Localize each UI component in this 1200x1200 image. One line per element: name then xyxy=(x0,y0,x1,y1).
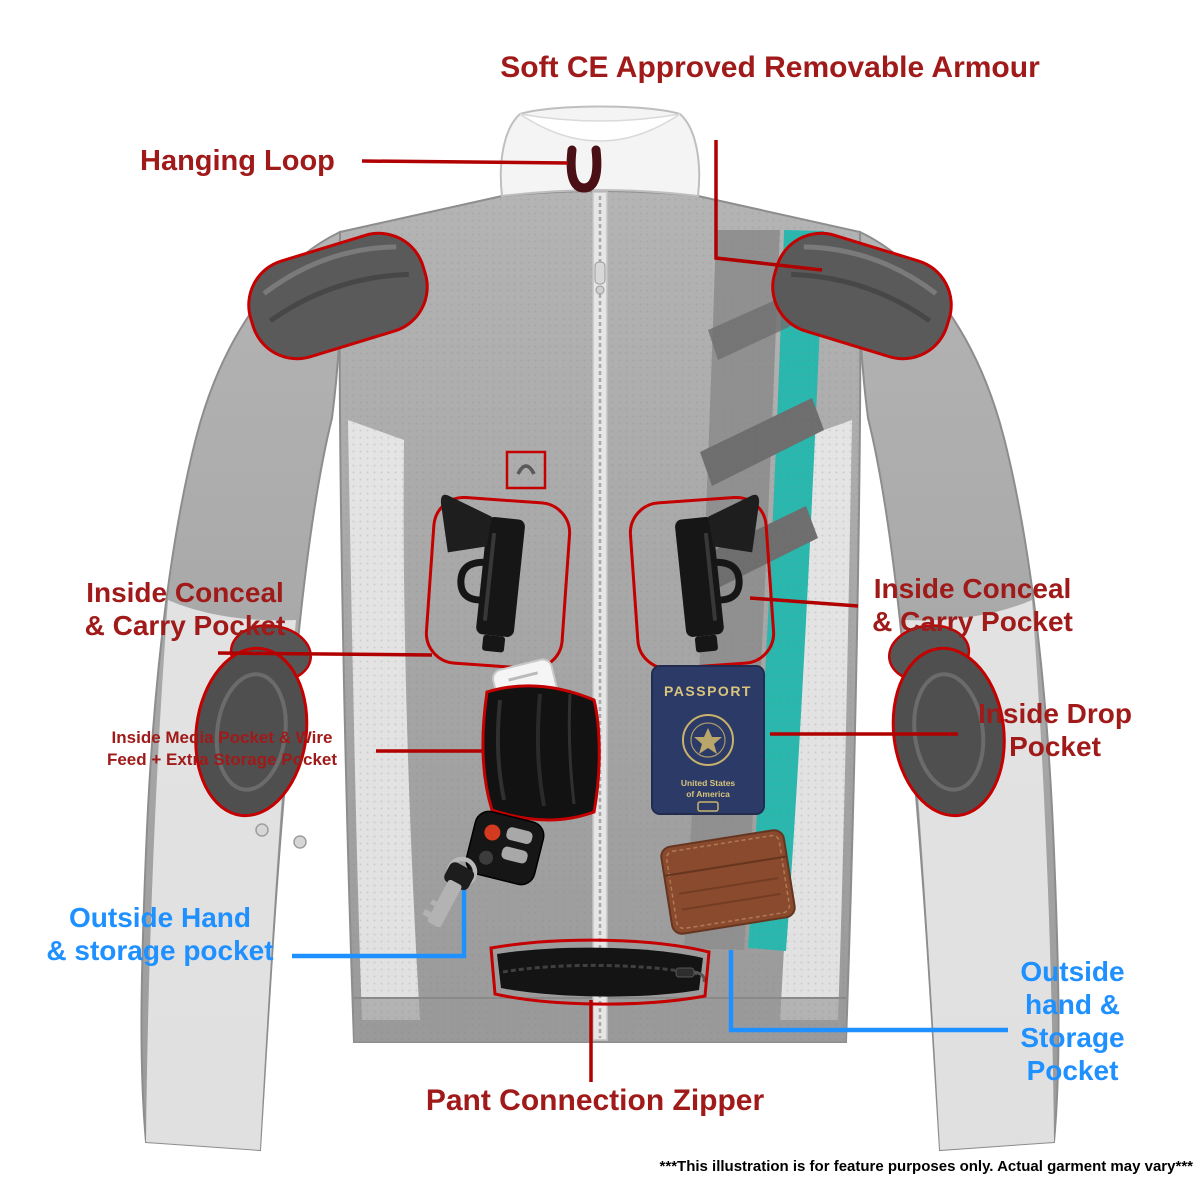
chest-loop-detail xyxy=(505,450,547,490)
passport-country-1: United States xyxy=(681,778,736,788)
line-hanging-loop xyxy=(361,159,569,165)
torso xyxy=(255,190,862,1043)
label-conceal-right: Inside Conceal & Carry Pocket xyxy=(872,573,1073,638)
disclaimer-text: ***This illustration is for feature purp… xyxy=(659,1158,1193,1175)
line-outside-left xyxy=(292,890,467,959)
hanging-loop-graphic xyxy=(566,145,602,193)
label-outside-left: Outside Hand & storage pocket xyxy=(46,902,274,967)
keys-icon xyxy=(422,810,545,928)
label-hanging-loop: Hanging Loop xyxy=(140,145,335,177)
media-pocket-icon xyxy=(481,658,601,822)
label-outside-right: Outside hand & Storage Pocket xyxy=(1020,956,1125,1087)
shoulder-armor-right xyxy=(771,231,953,361)
main-zipper xyxy=(592,191,608,1041)
label-drop-pocket: Inside Drop Pocket xyxy=(977,698,1132,763)
label-pant-zipper: Pant Connection Zipper xyxy=(425,1084,765,1117)
line-conceal-right xyxy=(749,596,859,608)
line-outside-right xyxy=(728,950,1008,1033)
passport-country-2: of America xyxy=(686,789,730,799)
passport-icon: PASSPORT United States of America xyxy=(651,665,765,815)
line-removable-armour xyxy=(714,140,823,272)
shoulder-armor-left xyxy=(247,231,429,361)
label-conceal-left: Inside Conceal & Carry Pocket xyxy=(84,577,286,642)
label-removable-armour: Soft CE Approved Removable Armour xyxy=(500,51,1040,84)
passport-title: PASSPORT xyxy=(664,683,752,699)
elbow-armor-right xyxy=(887,624,1006,818)
label-media-pocket: Inside Media Pocket & Wire Feed + Extra … xyxy=(106,728,338,770)
line-conceal-left xyxy=(217,651,433,657)
pant-zipper-icon xyxy=(489,938,711,1006)
gun-left-icon xyxy=(424,494,572,671)
wallet-icon xyxy=(660,829,796,935)
